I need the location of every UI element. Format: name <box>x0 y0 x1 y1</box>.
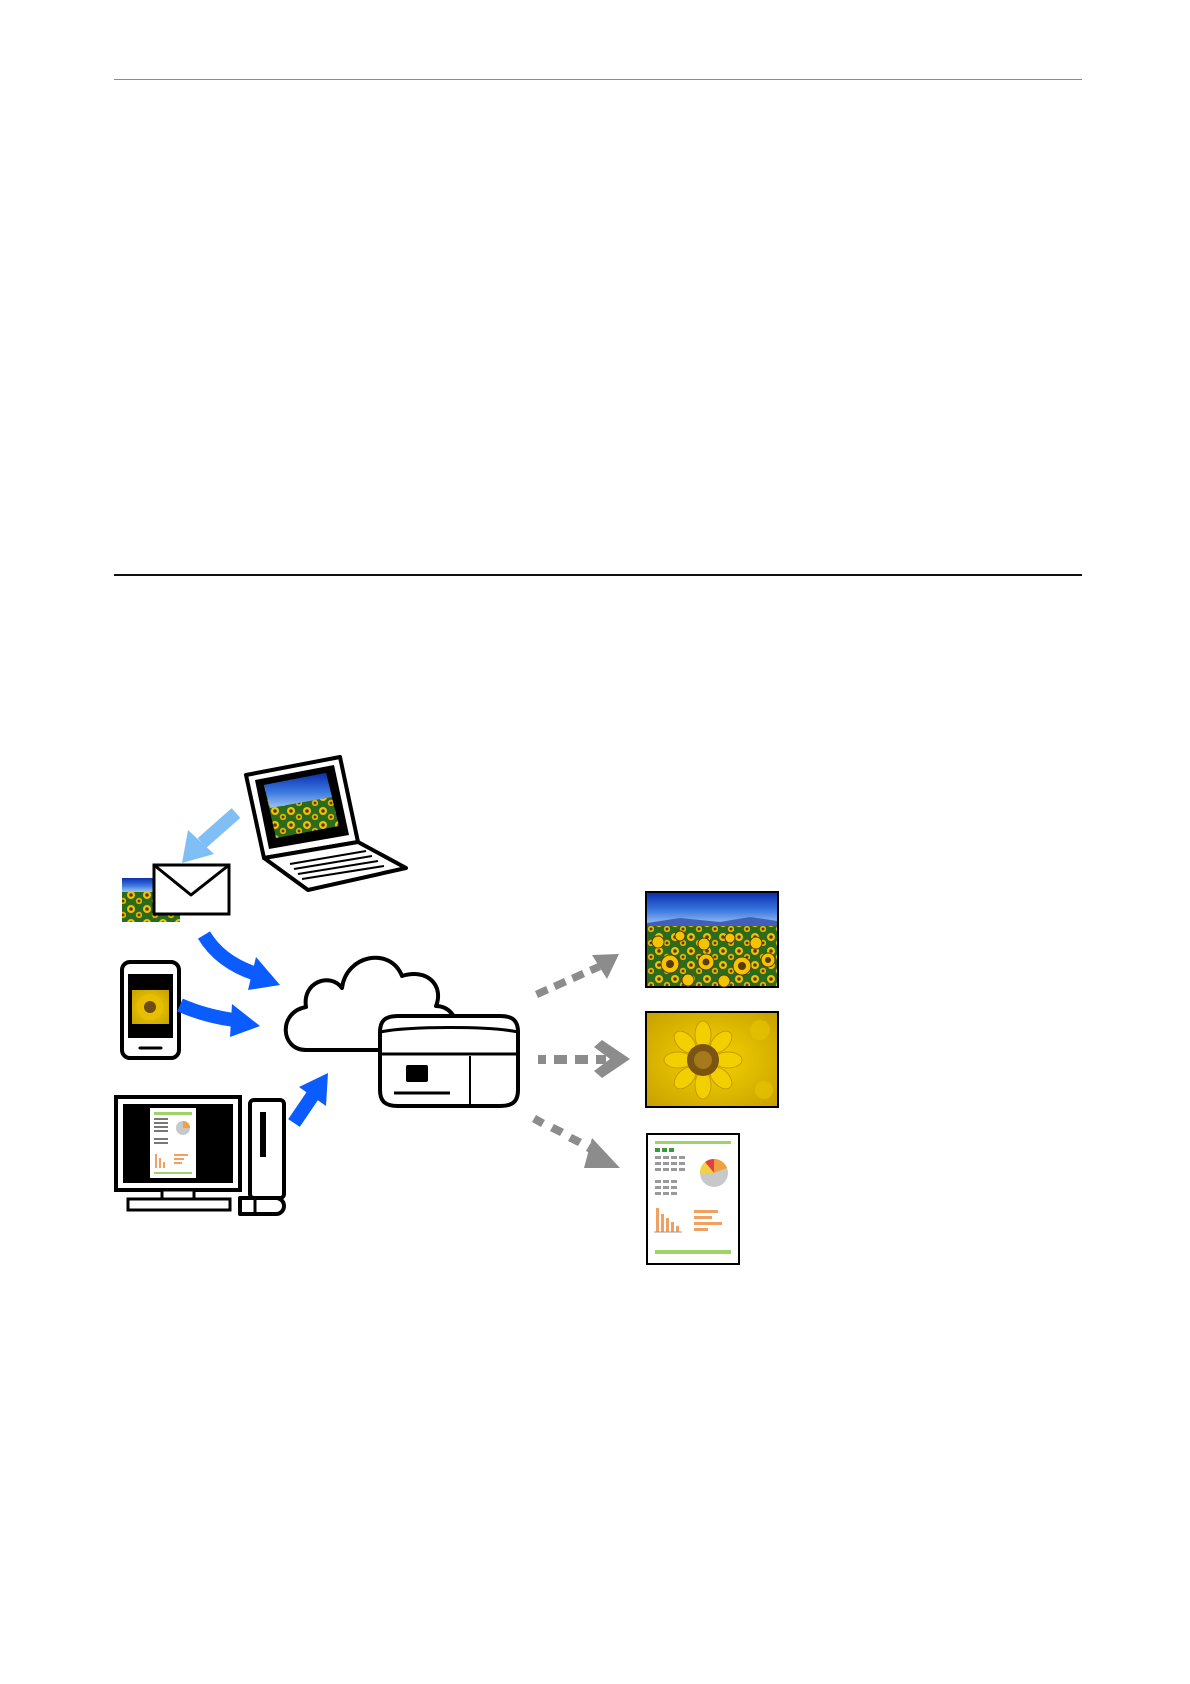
email-arrow <box>182 813 236 863</box>
cloud-printing-diagram <box>110 750 830 1280</box>
sunflower-closeup-photo <box>646 1012 778 1107</box>
document-with-charts <box>647 1134 739 1264</box>
upload-arrow-email <box>204 935 280 990</box>
laptop-icon <box>246 757 406 890</box>
section-divider <box>114 574 1082 576</box>
desktop-computer-icon <box>116 1097 284 1214</box>
output-arrow-1 <box>535 954 619 998</box>
printer-icon <box>380 1016 518 1106</box>
output-arrow-2 <box>538 1040 630 1078</box>
smartphone-icon <box>122 962 179 1058</box>
upload-arrow-phone <box>180 1004 260 1037</box>
sunflower-field-photo <box>646 892 778 987</box>
header-rule <box>114 79 1082 80</box>
email-icon <box>122 865 229 922</box>
output-arrow-3 <box>532 1115 620 1168</box>
upload-arrow-desktop <box>294 1073 328 1123</box>
